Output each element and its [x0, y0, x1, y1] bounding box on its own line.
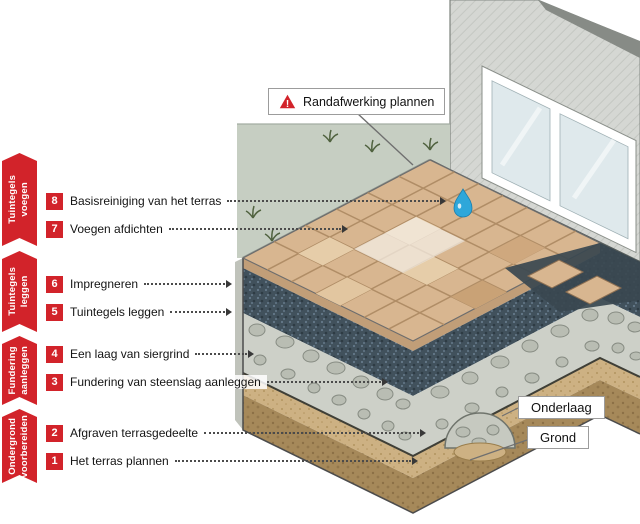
phase-ribbon-fundering-aanleggen: Fundering aanleggen	[2, 336, 37, 405]
cobblestones	[248, 308, 640, 441]
step-number-badge: 6	[46, 275, 63, 293]
tile-surface	[241, 159, 602, 342]
phase-ribbon-label: Ondergrond voorbereiden	[7, 414, 31, 478]
siergrind-layer	[243, 268, 413, 396]
leader-line	[168, 228, 341, 230]
window	[481, 65, 637, 254]
leader-arrowhead-icon	[248, 350, 258, 358]
cobble-arch-detail	[444, 412, 516, 462]
leader-arrowhead-icon	[382, 378, 392, 386]
step-row: 7 Voegen afdichten	[46, 220, 352, 238]
step-number-badge: 7	[46, 220, 63, 238]
step-row: 1 Het terras plannen	[46, 452, 422, 470]
step-label: Een laag van siergrind	[70, 347, 196, 361]
step-row: 2 Afgraven terrasgedeelte	[46, 424, 430, 442]
step-row: 5 Tuintegels leggen	[46, 303, 236, 321]
callout-leader-lines	[356, 112, 528, 461]
leader-line	[174, 460, 411, 462]
step-label: Afgraven terrasgedeelte	[70, 426, 205, 440]
step-number-badge: 1	[46, 452, 63, 470]
warning-label: Randafwerking plannen	[303, 94, 435, 109]
step-number-badge: 3	[46, 373, 63, 391]
grond-label: Grond	[527, 426, 590, 449]
warning-triangle-icon: !	[279, 94, 296, 109]
step-label: Tuintegels leggen	[70, 305, 171, 319]
step-row: 4 Een laag van siergrind	[46, 345, 258, 363]
leader-arrowhead-icon	[226, 280, 236, 288]
leader-line	[266, 381, 381, 383]
phase-ribbon-tuintegels-voegen: Tuintegels voegen	[2, 153, 37, 246]
warning-callout: ! Randafwerking plannen	[268, 88, 446, 115]
onderlaag-label: Onderlaag	[518, 396, 605, 419]
phase-ribbon-ondergrond-voorbereiden: Ondergrond voorbereiden	[2, 409, 37, 483]
impregnation-sheen	[354, 217, 465, 273]
tile-layer-edge	[243, 258, 413, 351]
step-number-badge: 8	[46, 192, 63, 210]
svg-text:!: !	[286, 99, 289, 109]
step-row: 8 Basisreiniging van het terras	[46, 192, 450, 210]
step-label: Basisreiniging van het terras	[70, 194, 228, 208]
step-label: Het terras plannen	[70, 454, 175, 468]
leader-line	[170, 311, 225, 313]
leader-arrowhead-icon	[440, 197, 450, 205]
phase-ribbon-label: Tuintegels leggen	[7, 267, 31, 316]
leader-arrowhead-icon	[420, 429, 430, 437]
grass-area	[237, 123, 450, 258]
leader-arrowhead-icon	[342, 225, 352, 233]
step-label: Fundering van steenslag aanleggen	[70, 375, 267, 389]
phase-ribbon-label: Tuintegels voegen	[7, 175, 31, 224]
step-number-badge: 2	[46, 424, 63, 442]
step-row: 3 Fundering van steenslag aanleggen	[46, 373, 392, 391]
step-number-badge: 5	[46, 303, 63, 321]
leader-line	[144, 283, 225, 285]
leader-line	[204, 432, 419, 434]
step-number-badge: 4	[46, 345, 63, 363]
onderlaag-layer	[243, 373, 413, 478]
leader-line	[195, 353, 247, 355]
water-drop-icon	[453, 188, 473, 218]
loose-tiles	[505, 243, 640, 312]
wall-top-edge	[538, 0, 640, 58]
step-label: Voegen afdichten	[70, 222, 169, 236]
steenslag-layer	[243, 313, 413, 456]
step-label: Impregneren	[70, 277, 145, 291]
leader-arrowhead-icon	[412, 457, 422, 465]
phase-ribbon-label: Fundering aanleggen	[7, 346, 31, 395]
leader-line	[227, 200, 439, 202]
phase-ribbon-tuintegels-leggen: Tuintegels leggen	[2, 251, 37, 332]
grond-layer	[243, 395, 413, 513]
leader-arrowhead-icon	[226, 308, 236, 316]
layer-stack-left-face	[243, 258, 413, 513]
step-row: 6 Impregneren	[46, 275, 236, 293]
